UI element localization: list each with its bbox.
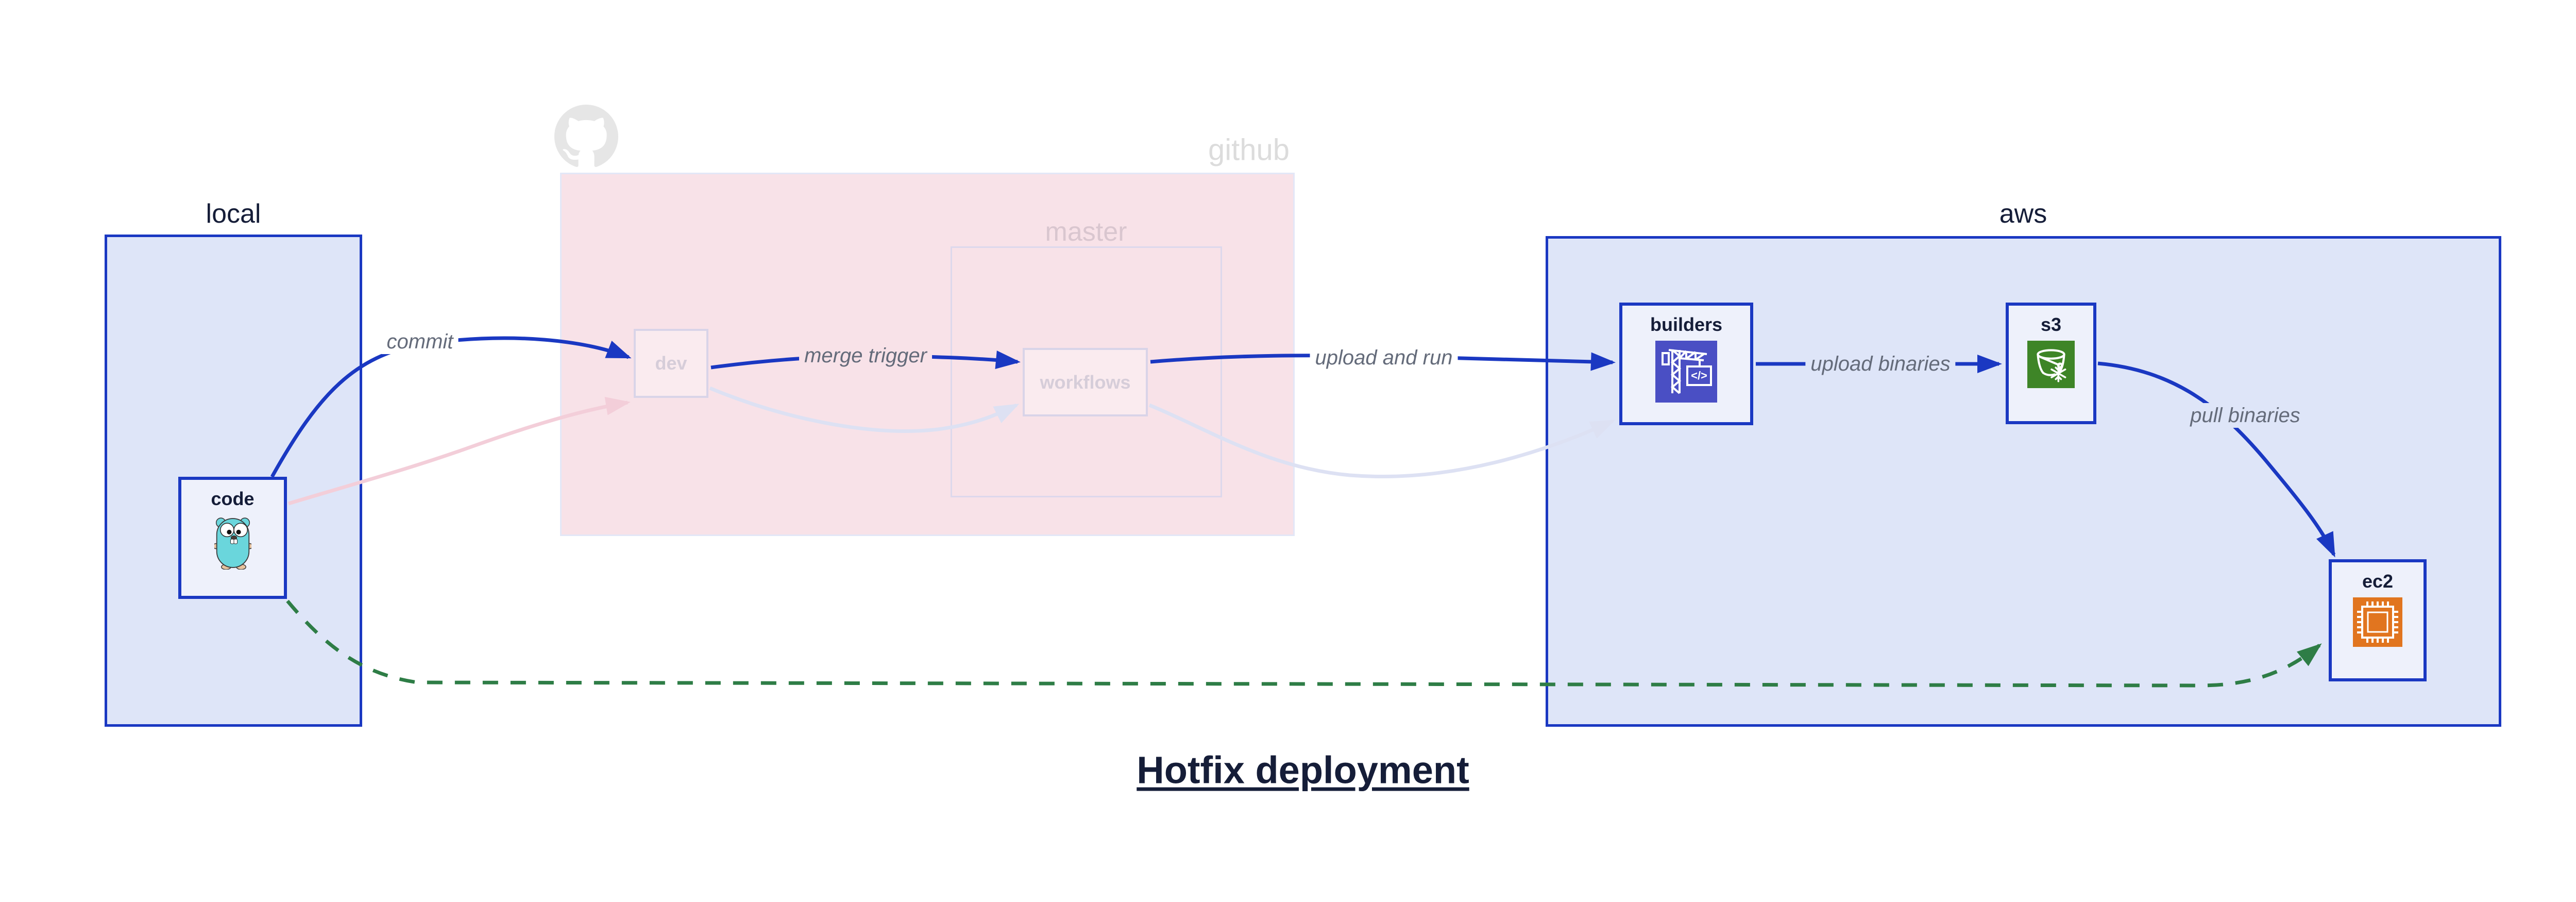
github-octocat-icon: [554, 105, 618, 169]
node-ec2: ec2: [2329, 559, 2427, 681]
dev-node-label: dev: [655, 353, 687, 374]
code-brackets-glyph: </>: [1691, 369, 1707, 382]
edge-label-upload-and-run: upload and run: [1310, 345, 1458, 370]
aws-s3-glacier-icon: [2027, 341, 2075, 388]
edge-pull-binaries: [2097, 361, 2336, 558]
code-node-label: code: [211, 488, 255, 509]
edge-label-pull-binaries: pull binaries: [2185, 403, 2306, 428]
edge-workflows-to-builders-faded: [1148, 403, 1616, 478]
group-master: [951, 246, 1222, 497]
master-group-label: master: [1045, 217, 1127, 247]
edge-code-to-dev-faded: [287, 396, 631, 506]
workflows-node-label: workflows: [1040, 371, 1131, 393]
go-gopher-icon: [212, 515, 253, 570]
builders-node-label: builders: [1650, 314, 1723, 335]
s3-node-label: s3: [2040, 314, 2062, 335]
node-s3: s3: [2006, 303, 2096, 424]
edge-hotfix-path: [286, 599, 2322, 688]
aws-group-label: aws: [1999, 199, 2047, 229]
local-group-label: local: [206, 199, 261, 229]
node-code: code: [178, 477, 287, 599]
edge-label-commit: commit: [381, 329, 459, 354]
ec2-node-label: ec2: [2362, 571, 2394, 592]
node-dev: dev: [634, 329, 708, 398]
diagram-title: Hotfix deployment: [1137, 748, 1469, 792]
github-group-label: github: [1208, 133, 1290, 167]
edge-dev-to-workflows-faded: [709, 386, 1020, 433]
node-workflows: workflows: [1023, 348, 1148, 416]
edge-label-upload-binaries: upload binaries: [1805, 352, 1956, 376]
aws-codebuild-icon: </>: [1655, 341, 1717, 403]
aws-ec2-icon: [2353, 597, 2402, 647]
node-builders: builders </>: [1619, 303, 1753, 425]
edge-label-merge-trigger: merge trigger: [799, 343, 932, 368]
